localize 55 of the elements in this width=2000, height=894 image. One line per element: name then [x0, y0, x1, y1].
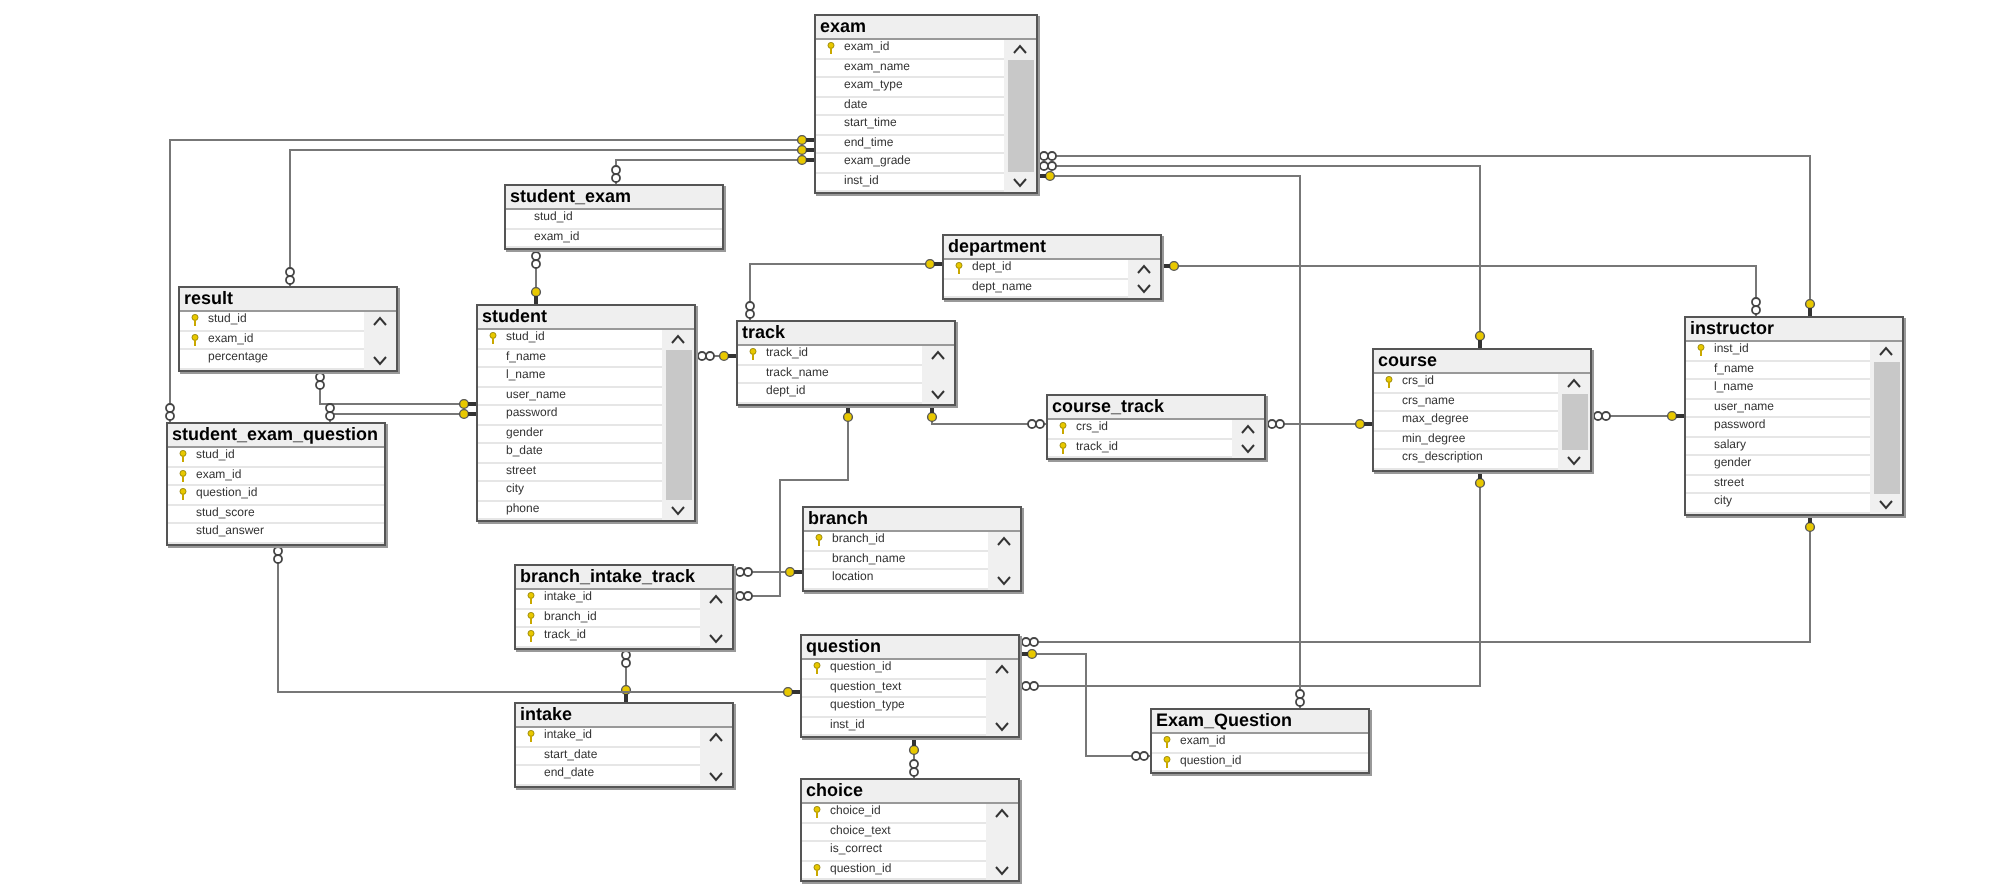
table-box: [800, 634, 1020, 738]
table-name: result: [184, 288, 234, 310]
table-name: student_exam_question: [172, 424, 379, 446]
table-box: [736, 320, 956, 405]
relationship-line: [1037, 170, 1305, 709]
table-name: course_track: [1052, 396, 1165, 418]
relationship-line: [733, 404, 854, 601]
relationship-line: [908, 737, 920, 779]
table-name: branch: [808, 508, 869, 530]
table-box: [166, 422, 386, 545]
table-box: [800, 778, 1020, 882]
table-box: [1684, 316, 1904, 515]
relationship-line: [620, 648, 632, 703]
relationship-line: [1037, 151, 1816, 317]
relationship-line: [1591, 410, 1685, 422]
relationship-line: [315, 370, 477, 410]
table-name: student_exam: [510, 186, 632, 208]
table-box: [802, 506, 1022, 591]
relationship-line: [530, 249, 542, 305]
relationship-line: [1019, 648, 1151, 761]
table-box: [942, 234, 1162, 300]
relationship-line: [1265, 418, 1373, 430]
table-box: [814, 14, 1038, 194]
relationship-line: [165, 134, 815, 423]
table-name: branch_intake_track: [520, 566, 696, 588]
table-name: student: [482, 306, 547, 328]
table-name: exam: [820, 16, 867, 38]
table-box: [514, 564, 734, 649]
table-name: track: [742, 322, 786, 344]
table-name: question: [806, 636, 881, 658]
relationship-line: [695, 350, 737, 362]
relationship-line: [1037, 161, 1486, 349]
relationship-line: [1019, 514, 1816, 647]
relationship-line: [325, 403, 477, 423]
table-box: [514, 702, 734, 787]
relationship-line: [733, 566, 803, 578]
table-name: department: [948, 236, 1047, 258]
table-name: intake: [520, 704, 573, 726]
relationship-line: [611, 154, 815, 185]
table-box: [504, 184, 724, 250]
table-name: Exam_Question: [1156, 710, 1293, 732]
table-name: instructor: [1690, 318, 1775, 340]
table-box: [1046, 394, 1266, 460]
table-box: [1150, 708, 1370, 774]
relationship-line: [926, 404, 1047, 429]
relationship-line: [1161, 260, 1761, 317]
table-box: [1372, 348, 1592, 471]
relationship-line: [1019, 470, 1486, 691]
relationship-line: [745, 258, 943, 321]
relationship-line: [285, 144, 815, 287]
relationship-line: [273, 544, 801, 698]
table-name: course: [1378, 350, 1438, 372]
table-box: [178, 286, 398, 371]
table-box: [476, 304, 696, 522]
table-name: choice: [806, 780, 864, 802]
